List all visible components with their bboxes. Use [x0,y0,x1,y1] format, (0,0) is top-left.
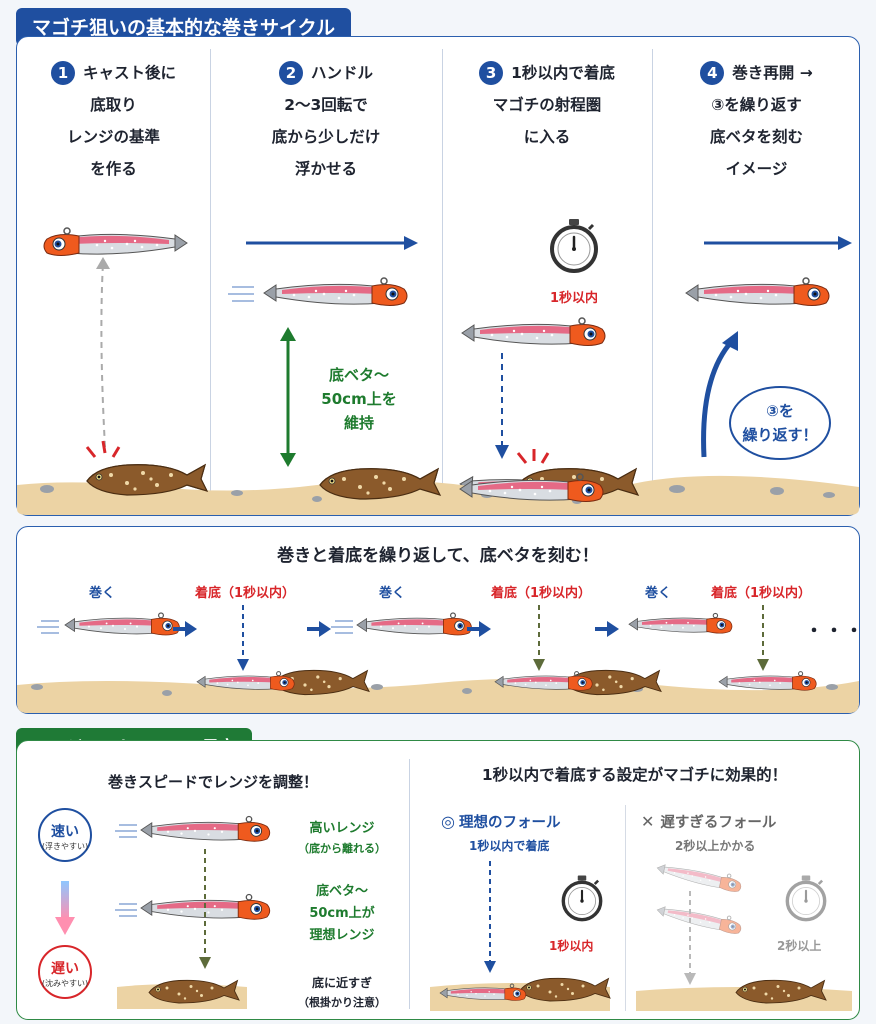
step-text: キャスト後に [82,64,176,82]
speed-heading: 巻きスピードでレンジを調整！ [107,773,318,791]
level-low: 底に近すぎ （根掛かり注意） [298,976,386,1009]
ideal-timer-label: 1秒以内 [549,939,594,953]
bite-marks-icon [516,449,550,464]
slow-fall-illustration [655,858,827,985]
slow-fall-sub: 2秒以上かかる [675,839,756,853]
lure [461,317,606,347]
step-text: 底取り [90,96,137,114]
ideal-fall-sub: 1秒以内で着底 [469,839,550,853]
step-text: 巻き再開 → [732,64,813,82]
step-number: 4 [700,61,725,85]
ellipsis: ・・・ [805,621,865,642]
arrow-right-icon [173,621,197,637]
fast-label: 速い (浮きやすい) [41,824,89,851]
step-number: 1 [50,61,75,85]
lure [685,277,830,307]
range-panel: 巻きスピードでレンジを調整！ 速い (浮きやすい) 遅い (沈みやすい) 高いレ… [16,740,860,1020]
cross-icon: ✕ [641,812,655,831]
step-4-illustration [685,236,852,460]
lure-high [140,815,271,842]
level-high: 高いレンジ （底から離れる） [298,821,386,855]
step-text: ハンドル [310,64,373,82]
stopwatch-icon [561,873,603,922]
step-text: に入る [523,128,571,146]
step-2-illustration [228,236,441,500]
label-landing: 着底（1秒以内） [491,586,592,601]
lure [356,612,472,636]
repeat-illustration [17,605,859,713]
step-2: 2 ハンドル 2～3回転で 底から少しだけ 浮かせる 底ベタ～ 50cm上を 維持 [210,37,442,515]
step-text: イメージ [725,160,788,178]
step-text: 浮かせる [294,160,357,178]
step-text: レンジの基準 [66,128,160,146]
step-3-illustration [458,217,639,508]
cycle-panel: 1 キャスト後に 底取り レンジの基準 を作る 2 ハンドル 2～3回転で 底から少… [16,36,860,516]
label-reel: 巻く [645,586,672,601]
repeat-bubble: ③を 繰り返す！ [742,402,818,444]
step-1-illustration [17,37,208,496]
label-reel: 巻く [379,586,406,601]
lure [44,228,187,256]
lure [65,613,179,635]
arrow-right-icon [307,621,331,637]
step-1: 1 キャスト後に 底取り レンジの基準 を作る [17,37,210,515]
double-circle-icon: ◎ [441,812,455,831]
slow-fall-title: ✕遅すぎるフォール [641,812,777,831]
bite-marks-icon [85,440,121,458]
step-text: 2～3回転で [284,96,368,114]
step-number: 2 [278,61,303,85]
lure [263,277,408,307]
slow-timer-label: 2秒以上 [777,939,822,953]
label-landing: 着底（1秒以内） [711,586,812,601]
repeat-title: 巻きと着底を繰り返して、底ベタを刻む！ [277,546,599,566]
fall-heading: 1秒以内で着底する設定がマゴチに効果的！ [481,766,788,784]
lure [628,612,733,634]
step-3: 3 1秒以内で着底 マゴチの射程圏 に入る 1秒以内 [442,37,652,515]
step-text: 底から少しだけ [271,128,381,146]
arrow-right-icon [467,621,491,637]
step-text: ③を繰り返す [711,96,802,114]
step-number: 3 [479,61,504,85]
lure [718,671,817,691]
timer-label: 1秒以内 [549,291,599,306]
step-text: 底ベタを刻む [709,128,803,146]
level-ideal: 底ベタ～ 50cm上が 理想レンジ [309,884,375,943]
step-text: を作る [90,160,137,178]
label-landing: 着底（1秒以内） [195,586,296,601]
step-text: 1秒以内で着底 [511,64,615,82]
repeat-panel: 巻きと着底を繰り返して、底ベタを刻む！ 巻く 着底（1秒以内） 巻く 着底（1秒… [16,526,863,714]
motion-lines-icon [228,286,254,302]
label-reel: 巻く [89,586,116,601]
step-text: マゴチの射程圏 [492,96,602,114]
arrow-right-icon [595,621,619,637]
range-label: 底ベタ～ 50cm上を 維持 [321,366,397,432]
ideal-fall-illustration [430,861,611,1011]
ideal-fall-title: ◎理想のフォール [441,812,561,831]
slow-label: 遅い (沈みやすい) [41,961,89,988]
seabed [17,475,859,515]
stopwatch-icon [550,217,598,273]
speed-illustration [38,808,271,1009]
step-4: 4 巻き再開 → ③を繰り返す 底ベタを刻む イメージ ③を 繰り返す！ [652,37,861,515]
